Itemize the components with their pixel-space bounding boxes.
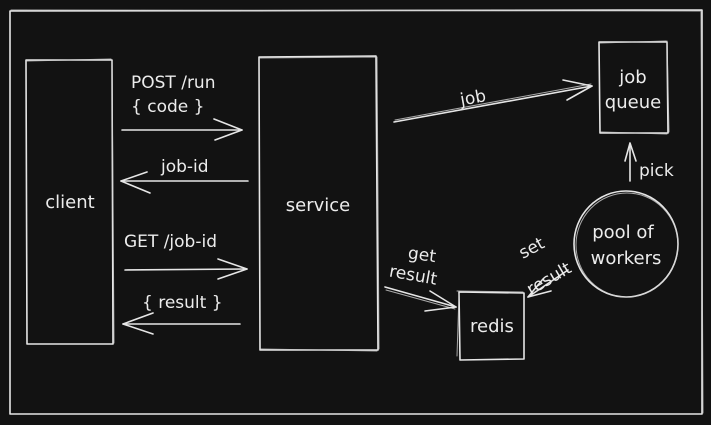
edge-result[interactable]: { result } xyxy=(122,293,241,335)
job-id-label: job-id xyxy=(160,157,209,177)
redis-label: redis xyxy=(470,316,514,337)
job-queue-node[interactable]: job queue xyxy=(598,40,670,135)
pool-of-workers-label-line2: workers xyxy=(591,248,662,269)
set-result-label-line1: set xyxy=(516,233,549,263)
job-label: job xyxy=(458,86,488,110)
edge-post-run[interactable]: POST /run { code } xyxy=(121,73,243,141)
client-node[interactable]: client xyxy=(25,58,115,345)
redis-node[interactable]: redis xyxy=(456,290,525,361)
pool-of-workers-node[interactable]: pool of workers xyxy=(573,190,679,298)
client-label: client xyxy=(45,192,94,213)
edge-job[interactable]: job xyxy=(393,79,593,123)
edge-get-result[interactable]: get result xyxy=(384,243,457,312)
edge-set-result[interactable]: set result xyxy=(516,233,576,299)
pool-of-workers-label-line1: pool of xyxy=(592,222,654,243)
result-label: { result } xyxy=(142,293,223,313)
pick-label: pick xyxy=(639,161,674,181)
get-result-label-line1: get xyxy=(407,243,438,267)
set-result-label-line2: result xyxy=(523,258,575,300)
outer-frame xyxy=(9,9,704,415)
edge-pick[interactable]: pick xyxy=(624,142,674,182)
job-queue-label-line2: queue xyxy=(605,92,661,113)
post-run-label-line1: POST /run xyxy=(131,73,215,93)
service-node[interactable]: service xyxy=(258,55,380,352)
edge-get-job-id[interactable]: GET /job-id xyxy=(124,232,248,280)
edge-job-id[interactable]: job-id xyxy=(120,157,249,194)
post-run-label-line2: { code } xyxy=(131,97,204,117)
job-queue-label-line1: job xyxy=(618,67,646,88)
service-label: service xyxy=(286,195,350,216)
get-job-id-label: GET /job-id xyxy=(124,232,217,252)
